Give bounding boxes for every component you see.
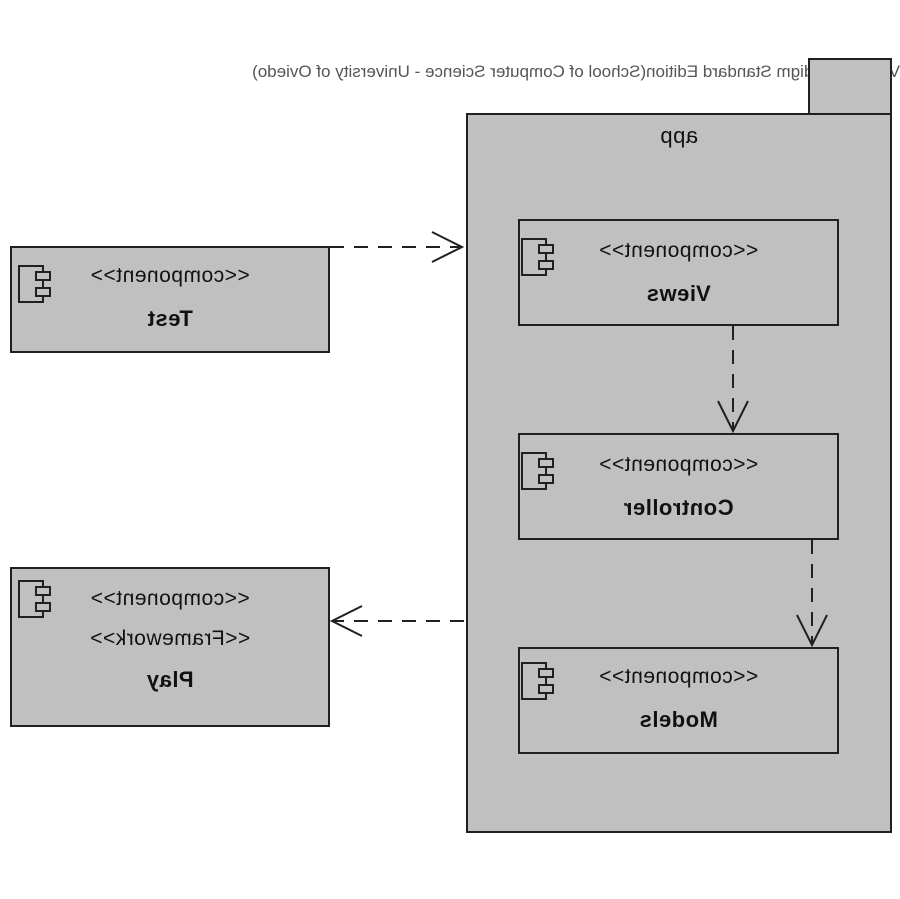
component-icon <box>18 265 51 303</box>
component-icon <box>521 662 554 700</box>
component-models[interactable]: <<component>> Models <box>518 647 839 754</box>
arrowhead-controller-to-models <box>796 614 828 648</box>
arrowhead-test-to-app <box>431 231 465 263</box>
arrowhead-views-to-controller <box>717 400 749 434</box>
component-icon <box>521 238 554 276</box>
component-views[interactable]: <<component>> Views <box>518 219 839 326</box>
component-play[interactable]: <<component>> <<Framework>> Play <box>10 567 330 727</box>
component-controller[interactable]: <<component>> Controller <box>518 433 839 540</box>
component-icon <box>521 452 554 490</box>
arrowhead-app-to-play <box>329 605 363 637</box>
component-test[interactable]: <<component>> Test <box>10 246 330 353</box>
component-icon <box>18 580 51 618</box>
